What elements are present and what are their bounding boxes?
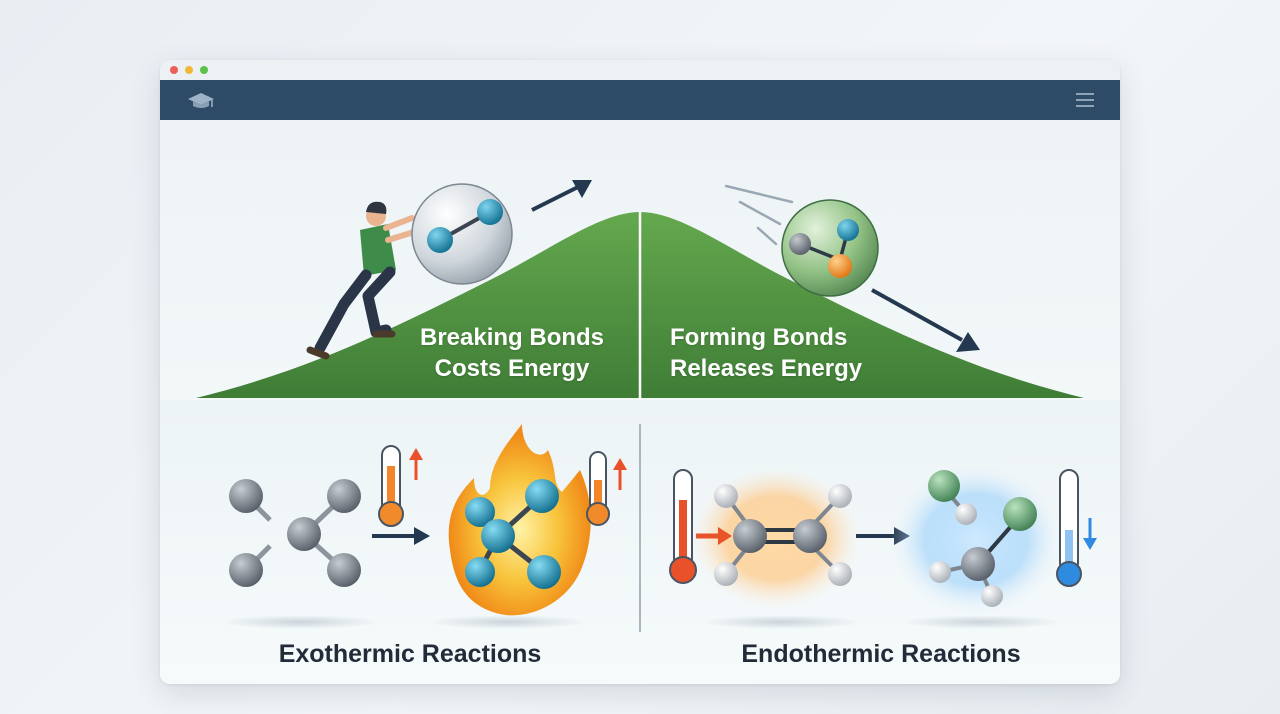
breaking-bonds-line2: Costs Energy <box>434 355 590 382</box>
title-bar <box>160 60 1120 80</box>
reaction-types-scene <box>220 424 1097 632</box>
reaction-arrow-icon <box>372 527 430 545</box>
endothermic-product-molecule <box>928 470 1037 607</box>
endothermic-reactant-molecule <box>714 484 852 586</box>
person-pushing-icon <box>306 201 417 360</box>
exothermic-reactant-molecule <box>229 479 361 587</box>
navbar <box>160 80 1120 120</box>
app-window: Breaking Bonds Costs Energy Forming Bond… <box>160 60 1120 684</box>
hamburger-menu-icon[interactable] <box>1074 90 1096 110</box>
reaction-types-panel <box>160 400 1120 684</box>
thermometer-hot-icon <box>669 469 697 584</box>
downhill-arrow-icon <box>871 288 980 352</box>
thermometer-rising-icon <box>586 451 627 526</box>
forming-bonds-label: Forming Bonds Releases Energy <box>670 322 862 384</box>
bond-energy-panel <box>160 120 1120 400</box>
energy-ball-breaking <box>411 183 513 285</box>
uphill-arrow-icon <box>531 180 592 212</box>
close-window-button[interactable] <box>170 66 178 74</box>
minimize-window-button[interactable] <box>185 66 193 74</box>
maximize-window-button[interactable] <box>200 66 208 74</box>
exothermic-title: Exothermic Reactions <box>278 640 542 668</box>
energy-ball-forming <box>781 199 879 297</box>
endothermic-title: Endothermic Reactions <box>741 640 1021 668</box>
forming-bonds-line2: Releases Energy <box>670 355 863 382</box>
thermometer-rising-icon <box>378 445 423 527</box>
exothermic-product-molecule <box>465 479 561 589</box>
breaking-bonds-line1: Breaking Bonds <box>420 324 605 351</box>
heat-input-arrow-icon <box>696 527 732 545</box>
bond-energy-scene <box>196 180 1084 400</box>
motion-lines-icon <box>724 184 794 246</box>
thermometer-falling-icon <box>1056 469 1097 587</box>
forming-bonds-line1: Forming Bonds <box>670 324 848 351</box>
breaking-bonds-label: Breaking Bonds Costs Energy <box>420 322 604 384</box>
graduation-cap-icon[interactable] <box>186 90 216 112</box>
cold-glow <box>890 464 1062 616</box>
